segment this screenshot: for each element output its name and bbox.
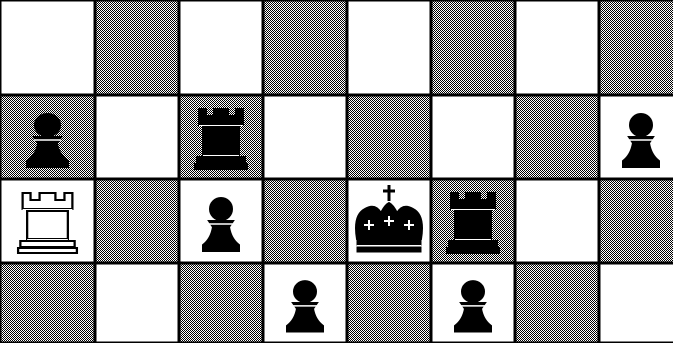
black-rook-rook-icon[interactable] [447,193,499,253]
black-rook-rook-icon[interactable] [195,109,247,169]
board-square-r0-c1[interactable] [95,0,179,95]
board-square-r1-c4[interactable] [347,95,431,179]
board-square-r3-c6[interactable] [515,263,599,343]
board-square-r0-c2[interactable] [179,0,263,95]
board-square-r1-c6[interactable] [515,95,599,179]
board-square-r1-c3[interactable] [263,95,347,179]
board-square-r0-c6[interactable] [515,0,599,95]
board-square-r3-c1[interactable] [95,263,179,343]
board-square-r0-c0[interactable] [0,0,95,95]
board-square-r3-c7[interactable] [599,263,673,343]
board-square-r2-c1[interactable] [95,179,179,263]
white-rook-rook-icon[interactable] [18,193,77,253]
board-square-r0-c4[interactable] [347,0,431,95]
board-square-r1-c5[interactable] [431,95,515,179]
board-square-r0-c5[interactable] [431,0,515,95]
board-square-r0-c7[interactable] [599,0,673,95]
board-square-r2-c6[interactable] [515,179,599,263]
board-square-r3-c0[interactable] [0,263,95,343]
board-square-r3-c2[interactable] [179,263,263,343]
board-square-r2-c3[interactable] [263,179,347,263]
board-square-r0-c3[interactable] [263,0,347,95]
board-square-r1-c1[interactable] [95,95,179,179]
board-square-r2-c7[interactable] [599,179,673,263]
board-square-r3-c4[interactable] [347,263,431,343]
